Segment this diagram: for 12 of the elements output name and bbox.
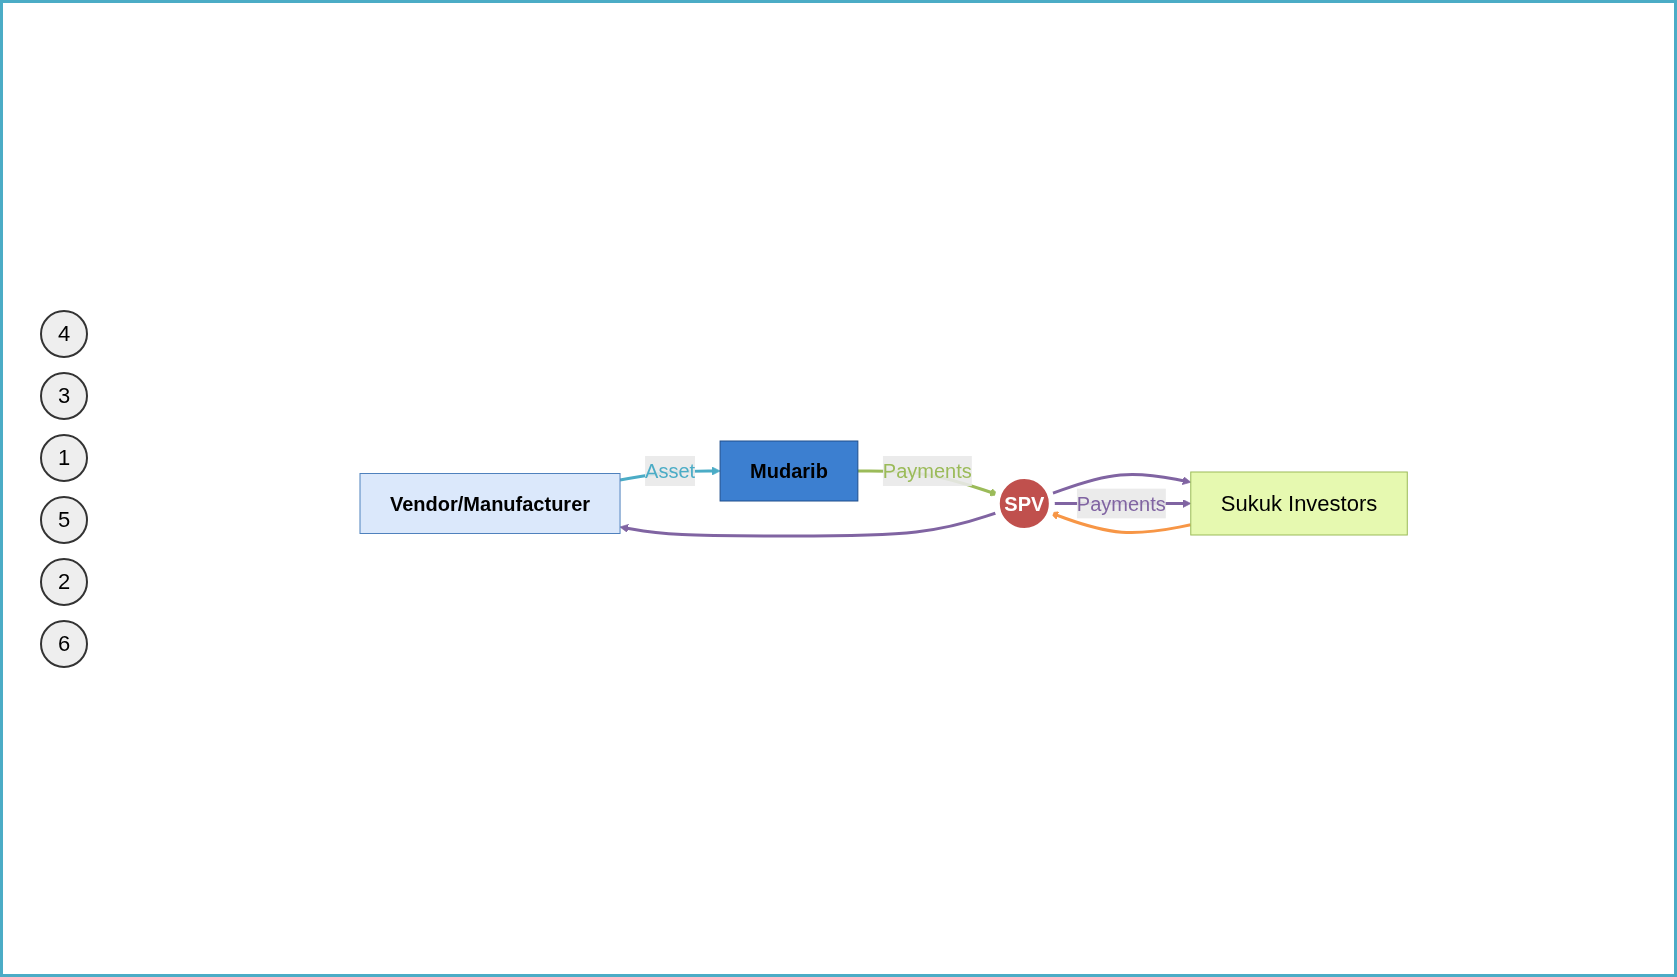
edge-label: Payments	[1076, 492, 1166, 515]
node-box: Vendor/Manufacturer	[359, 473, 621, 534]
step-number: 6	[40, 619, 88, 668]
edge-label: Asset	[644, 460, 695, 482]
step-number: 4	[40, 309, 88, 358]
step-number: 2	[40, 557, 88, 606]
step-number: 3	[40, 371, 88, 420]
step-number: 1	[40, 433, 88, 482]
node-box: Sukuk Investors	[1190, 471, 1408, 536]
edge-label: Payments	[882, 460, 972, 482]
node-box: Mudarib	[719, 440, 859, 502]
step-number: 5	[40, 495, 88, 544]
